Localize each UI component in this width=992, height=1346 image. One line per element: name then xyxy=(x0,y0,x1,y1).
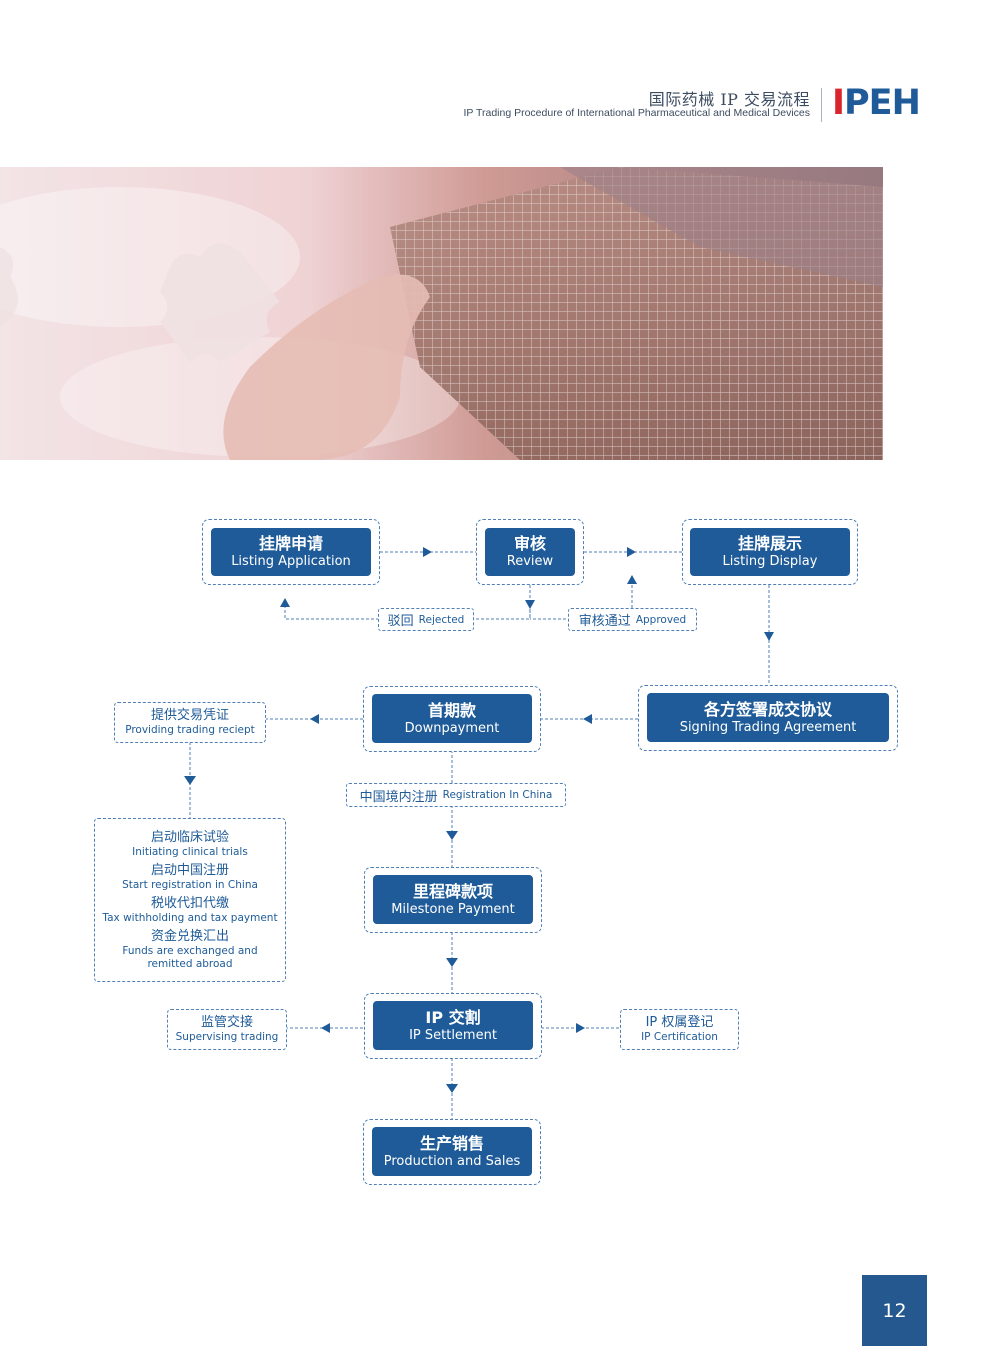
signing-zh: 各方签署成交协议 xyxy=(703,699,832,719)
milestone-zh: 里程碑款项 xyxy=(412,881,493,901)
arrow-down-signing xyxy=(764,632,774,641)
settlement-en: IP Settlement xyxy=(409,1027,497,1043)
activity-en: Funds are exchanged and remitted abroad xyxy=(122,944,258,970)
activity-en: Tax withholding and tax payment xyxy=(102,911,278,924)
certification-box: IP 权属登记 IP Certification xyxy=(620,1009,739,1050)
approved-label: 审核通过 Approved xyxy=(568,608,697,631)
header-title-zh: 国际药械 IP 交易流程 xyxy=(648,90,810,109)
activities-box: 启动临床试验 Initiating clinical trials 启动中国注册… xyxy=(94,818,286,982)
settlement-zh: IP 交割 xyxy=(425,1007,481,1027)
listing-application-node: 挂牌申请 Listing Application xyxy=(211,528,371,576)
signing-node: 各方签署成交协议 Signing Trading Agreement xyxy=(647,693,889,742)
banner-image xyxy=(0,167,883,460)
settlement-node: IP 交割 IP Settlement xyxy=(373,1001,533,1050)
supervising-en: Supervising trading xyxy=(175,1031,279,1043)
rejected-en: Rejected xyxy=(418,613,465,626)
approved-en: Approved xyxy=(635,613,687,626)
approved-zh: 审核通过 xyxy=(578,614,631,629)
ipeh-logo: IPEH xyxy=(832,83,921,123)
registration-zh: 中国境内注册 xyxy=(359,789,438,805)
header-divider xyxy=(821,88,822,122)
arrow-up-approved xyxy=(627,575,637,584)
listing-application-zh: 挂牌申请 xyxy=(258,534,323,553)
activity-zh: 资金兑换汇出 xyxy=(150,928,229,944)
activity-en: Initiating clinical trials xyxy=(132,845,248,858)
downpayment-zh: 首期款 xyxy=(427,700,476,720)
production-en: Production and Sales xyxy=(383,1153,521,1169)
receipt-en: Providing trading reciept xyxy=(125,724,255,736)
arrow-left-downpayment xyxy=(583,714,592,724)
supervising-zh: 监管交接 xyxy=(200,1015,253,1030)
arrow-down-milestone xyxy=(446,831,458,840)
activity-zh: 启动临床试验 xyxy=(150,829,229,845)
arrow-down-review xyxy=(525,600,535,609)
milestone-en: Milestone Payment xyxy=(391,901,515,917)
supervising-box: 监管交接 Supervising trading xyxy=(167,1009,287,1050)
receipt-box: 提供交易凭证 Providing trading reciept xyxy=(114,702,266,743)
review-zh: 审核 xyxy=(513,534,546,553)
arrow-right-display xyxy=(627,547,636,557)
arrow-right-review xyxy=(423,547,432,557)
arrow-down-settlement xyxy=(446,958,458,967)
activity-item: 启动临床试验 Initiating clinical trials xyxy=(132,830,248,859)
arrow-down-activities xyxy=(184,776,196,785)
signing-en: Signing Trading Agreement xyxy=(679,719,857,735)
listing-display-en: Listing Display xyxy=(722,554,818,569)
activity-zh: 启动中国注册 xyxy=(150,862,229,878)
activity-en: Start registration in China xyxy=(122,878,258,891)
arrow-right-certification xyxy=(576,1023,585,1033)
arrow-left-receipt xyxy=(310,714,319,724)
page-number: 12 xyxy=(862,1275,927,1346)
review-node: 审核 Review xyxy=(485,528,575,576)
header-title-en: IP Trading Procedure of International Ph… xyxy=(463,107,811,119)
certification-zh: IP 权属登记 xyxy=(645,1015,714,1030)
arrow-up-rejected xyxy=(280,598,290,607)
arrow-left-supervising xyxy=(321,1023,330,1033)
registration-en: Registration In China xyxy=(442,789,553,801)
downpayment-node: 首期款 Downpayment xyxy=(372,694,532,743)
listing-display-zh: 挂牌展示 xyxy=(737,534,802,553)
activity-item: 启动中国注册 Start registration in China xyxy=(122,863,258,892)
production-zh: 生产销售 xyxy=(419,1133,484,1153)
production-node: 生产销售 Production and Sales xyxy=(372,1127,532,1176)
rejected-zh: 驳回 xyxy=(387,614,414,629)
rejected-label: 驳回 Rejected xyxy=(378,608,474,631)
milestone-node: 里程碑款项 Milestone Payment xyxy=(373,875,533,924)
listing-display-node: 挂牌展示 Listing Display xyxy=(690,528,850,576)
registration-label: 中国境内注册 Registration In China xyxy=(346,783,566,807)
arrow-down-production xyxy=(446,1084,458,1093)
certification-en: IP Certification xyxy=(641,1031,718,1043)
receipt-zh: 提供交易凭证 xyxy=(150,708,229,723)
activity-zh: 税收代扣代缴 xyxy=(150,895,229,911)
downpayment-en: Downpayment xyxy=(404,720,500,736)
activity-item: 税收代扣代缴 Tax withholding and tax payment xyxy=(102,896,277,925)
listing-application-en: Listing Application xyxy=(231,554,351,569)
review-en: Review xyxy=(506,554,554,569)
activity-item: 资金兑换汇出 Funds are exchanged and remitted … xyxy=(115,929,265,971)
